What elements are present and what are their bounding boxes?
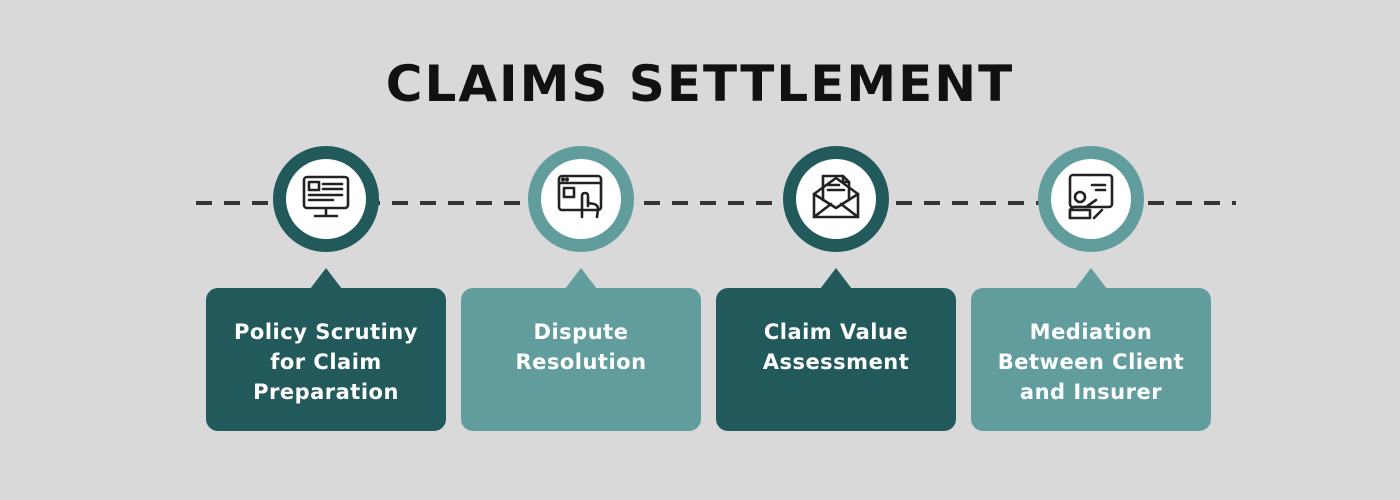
step-1-card: Policy Scrutiny for Claim Preparation xyxy=(206,268,446,431)
step-2-card-pointer xyxy=(565,268,597,289)
step-4-card: Mediation Between Client and Insurer xyxy=(971,268,1211,431)
step-3-card-pointer xyxy=(820,268,852,289)
timeline-dashed-line xyxy=(196,201,1236,205)
step-4-label: Mediation Between Client and Insurer xyxy=(997,320,1185,404)
envelope-letter-icon xyxy=(809,170,863,228)
monitor-document-icon xyxy=(299,170,353,228)
step-4-circle-inner xyxy=(1051,159,1131,239)
step-4-circle xyxy=(1038,146,1144,252)
step-2-card: Dispute Resolution xyxy=(461,268,701,431)
step-1-card-pointer xyxy=(310,268,342,289)
step-3-circle xyxy=(783,146,889,252)
step-4-card-pointer xyxy=(1075,268,1107,289)
step-2-circle xyxy=(528,146,634,252)
step-1-circle xyxy=(273,146,379,252)
step-3-circle-inner xyxy=(796,159,876,239)
step-3-card: Claim Value Assessment xyxy=(716,268,956,431)
step-1-circle-inner xyxy=(286,159,366,239)
touch-screen-icon xyxy=(554,170,608,228)
page-title: CLAIMS SETTLEMENT xyxy=(385,55,1015,113)
step-2-label: Dispute Resolution xyxy=(515,320,647,374)
step-3-label: Claim Value Assessment xyxy=(762,320,910,374)
presentation-person-icon xyxy=(1064,170,1118,228)
step-1-label: Policy Scrutiny for Claim Preparation xyxy=(234,320,418,404)
step-2-circle-inner xyxy=(541,159,621,239)
